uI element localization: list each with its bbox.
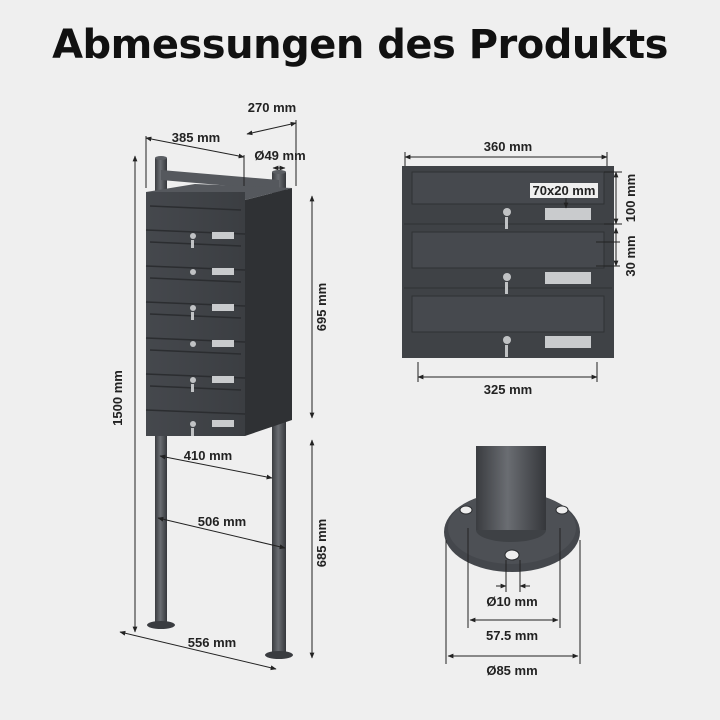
plate-diameter-label: Ø85 mm — [486, 663, 537, 678]
front-view — [402, 166, 614, 358]
front-width-label: 360 mm — [484, 139, 532, 154]
name-plates — [212, 232, 234, 427]
front-lock-icons — [503, 208, 511, 357]
compartment-height-label: 100 mm — [623, 174, 638, 222]
mid-width-label: 506 mm — [198, 514, 246, 529]
gap-label: 30 mm — [623, 235, 638, 276]
inner-width-label: 410 mm — [184, 448, 232, 463]
depth-label: 270 mm — [248, 100, 296, 115]
total-height-label: 1500 mm — [110, 370, 125, 426]
stand-illustration — [145, 156, 293, 659]
slot-size-label: 70x20 mm — [533, 183, 596, 198]
flap-width-label: 325 mm — [484, 382, 532, 397]
leg-height-label: 685 mm — [314, 519, 329, 567]
pipe-diameter-label: Ø49 mm — [254, 148, 305, 163]
lock-icons — [190, 233, 196, 436]
base-width-label: 556 mm — [188, 635, 236, 650]
box-height-label: 695 mm — [314, 283, 329, 331]
hole-spacing-label: 57.5 mm — [486, 628, 538, 643]
page-title: Abmessungen des Produkts — [52, 22, 668, 68]
hole-diameter-label: Ø10 mm — [486, 594, 537, 609]
base-plate — [444, 446, 580, 572]
width-top-label: 385 mm — [172, 130, 220, 145]
